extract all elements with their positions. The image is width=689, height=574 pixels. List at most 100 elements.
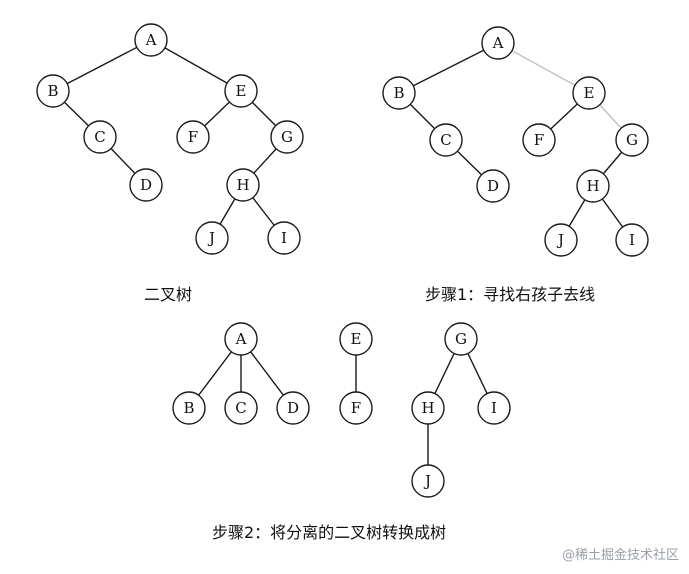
step1-node-circle bbox=[576, 169, 610, 203]
binary-tree-node-J: J bbox=[195, 221, 229, 255]
binary-tree-node-circle bbox=[36, 74, 70, 108]
caption-step1: 步骤1：寻找右孩子去线 bbox=[425, 285, 596, 304]
step1-node-circle bbox=[615, 223, 649, 257]
step1-node-label: E bbox=[584, 84, 595, 102]
watermark: @稀土掘金技术社区 bbox=[561, 548, 679, 563]
step2-tree3-node-circle bbox=[477, 391, 511, 425]
step2-tree1-node-label: A bbox=[235, 330, 247, 348]
step2-tree3-node-circle bbox=[411, 391, 445, 425]
step2-tree1-node-circle bbox=[172, 391, 206, 425]
step2-tree1-node-circle bbox=[224, 322, 258, 356]
step1-node-A: A bbox=[481, 26, 515, 60]
binary-tree-node-circle bbox=[226, 168, 260, 202]
binary-tree-node-label: D bbox=[140, 176, 152, 194]
step2-tree1-node-B: B bbox=[172, 391, 206, 425]
step2-tree3-node-circle bbox=[444, 322, 478, 356]
step2-tree3-node-G: G bbox=[444, 322, 478, 356]
binary-tree-node-G: G bbox=[270, 120, 304, 154]
step2-tree2-node-F: F bbox=[339, 391, 373, 425]
caption-binary-tree: 二叉树 bbox=[144, 285, 193, 304]
step1-node-label: H bbox=[586, 177, 599, 195]
binary-tree-node-label: H bbox=[236, 176, 249, 194]
binary-tree-node-circle bbox=[83, 120, 117, 154]
binary-tree-node-label: G bbox=[281, 128, 293, 146]
step2-tree2-node-label: E bbox=[351, 330, 362, 348]
step2-tree3-node-circle bbox=[411, 464, 445, 498]
step2-tree2-node-circle bbox=[339, 391, 373, 425]
step1-node-circle bbox=[429, 123, 463, 157]
binary-tree-node-circle bbox=[267, 221, 301, 255]
step2-tree1-node-label: D bbox=[287, 399, 299, 417]
binary-tree-node-D: D bbox=[129, 168, 163, 202]
step2-tree1-node-D: D bbox=[276, 391, 310, 425]
step2-tree1-node-label: C bbox=[235, 399, 246, 417]
step2-tree3-node-label: J bbox=[423, 472, 431, 490]
step2-tree3-node-label: I bbox=[491, 399, 497, 417]
step1-node-H: H bbox=[576, 169, 610, 203]
caption-step2: 步骤2：将分离的二叉树转换成树 bbox=[212, 523, 447, 542]
step1-node-I: I bbox=[615, 223, 649, 257]
binary-tree-node-circle bbox=[224, 74, 258, 108]
binary-tree-node-A: A bbox=[134, 23, 168, 57]
step1-node-circle bbox=[382, 76, 416, 110]
binary-tree-node-label: E bbox=[236, 82, 247, 100]
step2-tree1-node-label: B bbox=[183, 399, 194, 417]
step2-tree3-node-label: G bbox=[455, 330, 467, 348]
binary-tree-node-E: E bbox=[224, 74, 258, 108]
step2-tree3-node-I: I bbox=[477, 391, 511, 425]
step1-node-circle bbox=[522, 123, 556, 157]
binary-tree-node-label: J bbox=[207, 229, 215, 247]
step1-node-B: B bbox=[382, 76, 416, 110]
step1-node-circle bbox=[481, 26, 515, 60]
step1-node-E: E bbox=[572, 76, 606, 110]
step1-node-label: G bbox=[626, 131, 638, 149]
binary-tree-node-label: F bbox=[188, 128, 198, 146]
binary-tree-node-H: H bbox=[226, 168, 260, 202]
step1-node-circle bbox=[572, 76, 606, 110]
step1-node-label: J bbox=[556, 231, 564, 249]
step2-tree1-node-circle bbox=[224, 391, 258, 425]
step2-tree1-node-C: C bbox=[224, 391, 258, 425]
binary-tree-node-circle bbox=[195, 221, 229, 255]
binary-tree-node-circle bbox=[134, 23, 168, 57]
step2-tree3-node-label: H bbox=[421, 399, 434, 417]
step2-tree3-node-H: H bbox=[411, 391, 445, 425]
step1-node-J: J bbox=[544, 223, 578, 257]
step1-node-circle bbox=[615, 123, 649, 157]
binary-tree-edge-A-E bbox=[150, 39, 242, 92]
step2-tree3-node-J: J bbox=[411, 464, 445, 498]
binary-tree-node-C: C bbox=[83, 120, 117, 154]
binary-tree-node-label: C bbox=[94, 128, 105, 146]
step2-tree2-node-circle bbox=[339, 322, 373, 356]
binary-tree-node-label: A bbox=[145, 31, 157, 49]
binary-tree-edge-A-B bbox=[52, 39, 152, 92]
binary-tree-node-circle bbox=[176, 120, 210, 154]
binary-tree-node-I: I bbox=[267, 221, 301, 255]
step1-node-circle bbox=[476, 169, 510, 203]
binary-tree-node-B: B bbox=[36, 74, 70, 108]
step1-node-circle bbox=[544, 223, 578, 257]
step1-node-label: B bbox=[393, 84, 404, 102]
step1-node-G: G bbox=[615, 123, 649, 157]
binary-tree-node-F: F bbox=[176, 120, 210, 154]
step1-node-label: C bbox=[440, 131, 451, 149]
binary-tree-node-circle bbox=[129, 168, 163, 202]
step1-node-label: A bbox=[492, 34, 504, 52]
binary-tree-node-label: B bbox=[47, 82, 58, 100]
step2-tree2-node-label: F bbox=[351, 399, 361, 417]
step1-node-label: F bbox=[534, 131, 544, 149]
step2-tree2-node-E: E bbox=[339, 322, 373, 356]
step1-edge-A-B bbox=[398, 42, 499, 94]
step1-node-F: F bbox=[522, 123, 556, 157]
step1-node-label: I bbox=[629, 231, 635, 249]
step1-node-C: C bbox=[429, 123, 463, 157]
binary-tree-node-label: I bbox=[281, 229, 287, 247]
step1-node-label: D bbox=[487, 177, 499, 195]
step2-tree1-node-circle bbox=[276, 391, 310, 425]
step1-edge-A-E-removed bbox=[497, 42, 590, 94]
binary-tree-node-circle bbox=[270, 120, 304, 154]
step2-tree1-node-A: A bbox=[224, 322, 258, 356]
step1-node-D: D bbox=[476, 169, 510, 203]
